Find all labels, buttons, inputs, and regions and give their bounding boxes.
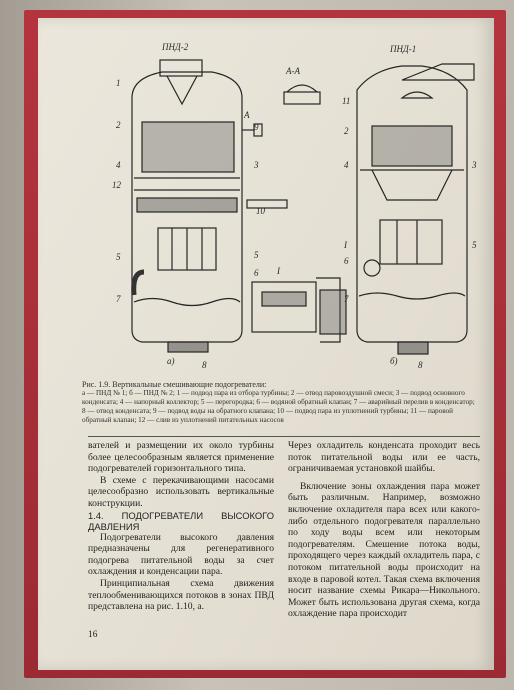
left-upper-chamber	[141, 121, 235, 173]
paragraph: Подогреватели высокого давления предназн…	[88, 531, 274, 578]
right-inner-box	[379, 219, 443, 265]
caption-text: а — ПНД № 1; б — ПНД № 2; 1 — подвод пар…	[82, 389, 475, 424]
callout: 10	[256, 206, 265, 216]
label-a-mark: А	[244, 110, 250, 120]
right-column: Через охладитель конденсата проходит вес…	[288, 440, 480, 620]
right-water-level	[358, 292, 466, 300]
callout: 12	[112, 180, 121, 190]
paragraph: вателей и размещении их около турбины бо…	[88, 440, 274, 475]
label-section-aa: А-А	[286, 66, 300, 76]
right-drain	[397, 341, 429, 355]
right-valve	[363, 259, 381, 277]
left-water-level	[133, 297, 241, 307]
right-steam-inlet	[401, 63, 475, 81]
section-title: 1.4. ПОДОГРЕВАТЕЛИ ВЫСОКОГО ДАВЛЕНИЯ	[88, 509, 274, 532]
left-pipe	[246, 199, 288, 209]
callout: 9	[254, 122, 259, 132]
callout: 5	[116, 252, 121, 262]
callout: 3	[472, 160, 477, 170]
figure: ПНД-2 ПНД-1 А-А А I а) б) 1 2 4 12 5 7 8…	[72, 40, 492, 380]
left-tray	[136, 197, 238, 213]
callout: 8	[418, 360, 423, 370]
paragraph: В схеме с перекачивающими насосами целес…	[88, 474, 274, 509]
label-b: б)	[390, 356, 398, 366]
figure-caption: Рис. 1.9. Вертикальные смешивающие подог…	[82, 380, 480, 425]
left-drain	[167, 341, 209, 353]
callout: 2	[344, 126, 349, 136]
right-upper-chamber	[371, 125, 453, 167]
callout: 6	[344, 256, 349, 266]
right-vessel-shell	[356, 65, 468, 343]
callout: 7	[344, 294, 349, 304]
detail-i-box	[251, 281, 317, 333]
callout: 3	[254, 160, 259, 170]
callout: 5	[254, 250, 259, 260]
label-left-heater: ПНД-2	[162, 42, 189, 52]
label-detail-i: I	[277, 266, 280, 276]
section-aa-arc	[286, 84, 318, 93]
paragraph: Включение зоны охлаждения пара может быт…	[288, 480, 480, 620]
callout: 2	[116, 120, 121, 130]
left-column: вателей и размещении их около турбины бо…	[88, 440, 274, 613]
heater-diagram	[131, 59, 475, 355]
callout: I	[344, 240, 347, 250]
label-right-heater: ПНД-1	[390, 44, 417, 54]
callout: 4	[344, 160, 349, 170]
left-vessel-shell	[131, 71, 243, 343]
left-inlet-funnel	[166, 75, 198, 106]
page-number: 16	[88, 630, 98, 640]
left-steam-inlet	[159, 59, 203, 77]
divider	[88, 436, 480, 437]
callout: 4	[116, 160, 121, 170]
paragraph: Через охладитель конденсата проходит вес…	[288, 440, 480, 475]
callout: 6	[254, 268, 259, 278]
callout: 7	[116, 294, 121, 304]
callout: 5	[472, 240, 477, 250]
caption-title: Рис. 1.9. Вертикальные смешивающие подог…	[82, 380, 267, 389]
paragraph: Принципиальная схема движения теплообмен…	[88, 577, 274, 613]
callout: 1	[116, 78, 121, 88]
label-a: а)	[167, 356, 175, 366]
callout: 11	[342, 96, 351, 106]
callout: 8	[202, 360, 207, 370]
